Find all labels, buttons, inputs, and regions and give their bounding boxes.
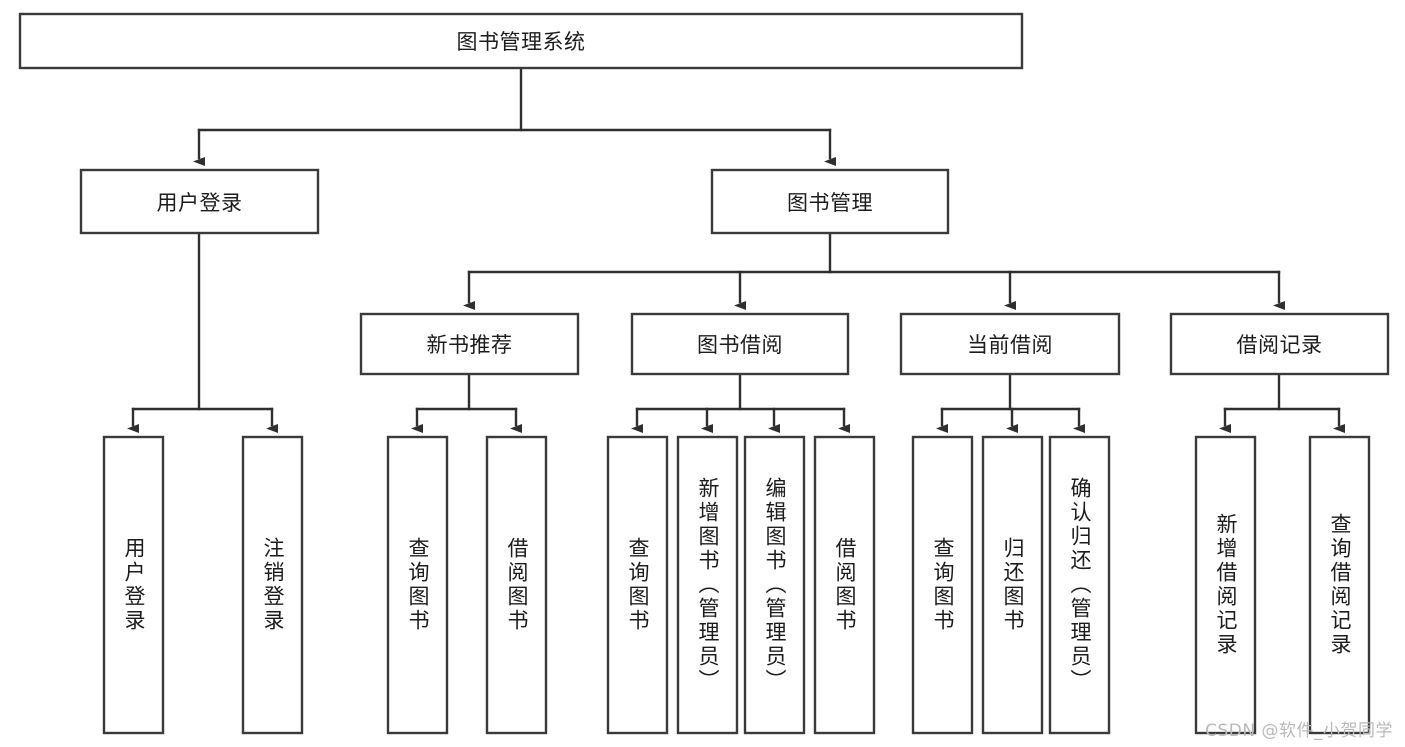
- node-box-leaf-add-book-admin[interactable]: [676, 435, 739, 735]
- node-box-leaf-add-borrow-record[interactable]: [1194, 435, 1257, 735]
- node-box-book-manage[interactable]: [710, 168, 950, 235]
- node-box-leaf-user-login[interactable]: [102, 435, 165, 735]
- node-box-leaf-query-borrow-record[interactable]: [1308, 435, 1371, 735]
- node-box-user-login[interactable]: [79, 168, 320, 235]
- node-box-new-book-rec[interactable]: [359, 312, 580, 376]
- node-box-root[interactable]: [18, 12, 1024, 70]
- node-box-leaf-confirm-return[interactable]: [1048, 435, 1111, 735]
- node-box-leaf-borrow-book[interactable]: [813, 435, 876, 735]
- node-box-leaf-edit-book-admin[interactable]: [743, 435, 806, 735]
- node-box-leaf-query-book-borrow[interactable]: [606, 435, 669, 735]
- node-box-leaf-borrow-book-rec[interactable]: [485, 435, 548, 735]
- node-box-current-borrow[interactable]: [899, 312, 1121, 376]
- node-box-borrow-record[interactable]: [1169, 312, 1390, 376]
- node-box-book-borrow[interactable]: [630, 312, 850, 376]
- node-box-leaf-return-book[interactable]: [981, 435, 1044, 735]
- node-box-leaf-query-book-current[interactable]: [911, 435, 974, 735]
- node-box-leaf-user-logout[interactable]: [241, 435, 304, 735]
- node-box-layer: [18, 12, 1390, 735]
- connector-layer: [127, 66, 1345, 433]
- node-box-leaf-query-book-rec[interactable]: [386, 435, 449, 735]
